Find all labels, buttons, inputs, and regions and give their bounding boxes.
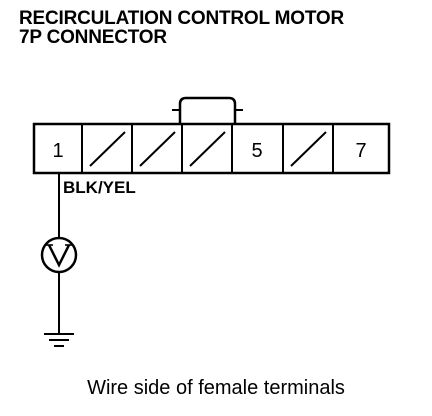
unused-terminal-4 — [189, 131, 226, 167]
unused-terminal-3 — [139, 131, 176, 167]
connector-body — [32, 122, 391, 175]
title-line-1: RECIRCULATION CONTROL MOTOR — [19, 8, 344, 29]
pin-label-1: 1 — [52, 140, 63, 162]
voltmeter-v-glyph — [47, 244, 71, 268]
title-line-2: 7P CONNECTOR — [19, 27, 167, 48]
pin-label-7: 7 — [355, 140, 366, 162]
unused-terminal-2 — [89, 131, 126, 167]
unused-terminal-6 — [290, 131, 327, 167]
wire-color-label: BLK/YEL — [63, 178, 136, 197]
connector-lock-tab — [178, 96, 237, 124]
ground-icon — [44, 333, 74, 347]
diagram-caption: Wire side of female terminals — [87, 377, 345, 399]
diagram-title: RECIRCULATION CONTROL MOTOR 7P CONNECTOR — [19, 9, 344, 47]
connector-cell-dividers — [81, 124, 334, 173]
pin-label-5: 5 — [251, 140, 262, 162]
unused-terminal-marks — [89, 131, 327, 167]
